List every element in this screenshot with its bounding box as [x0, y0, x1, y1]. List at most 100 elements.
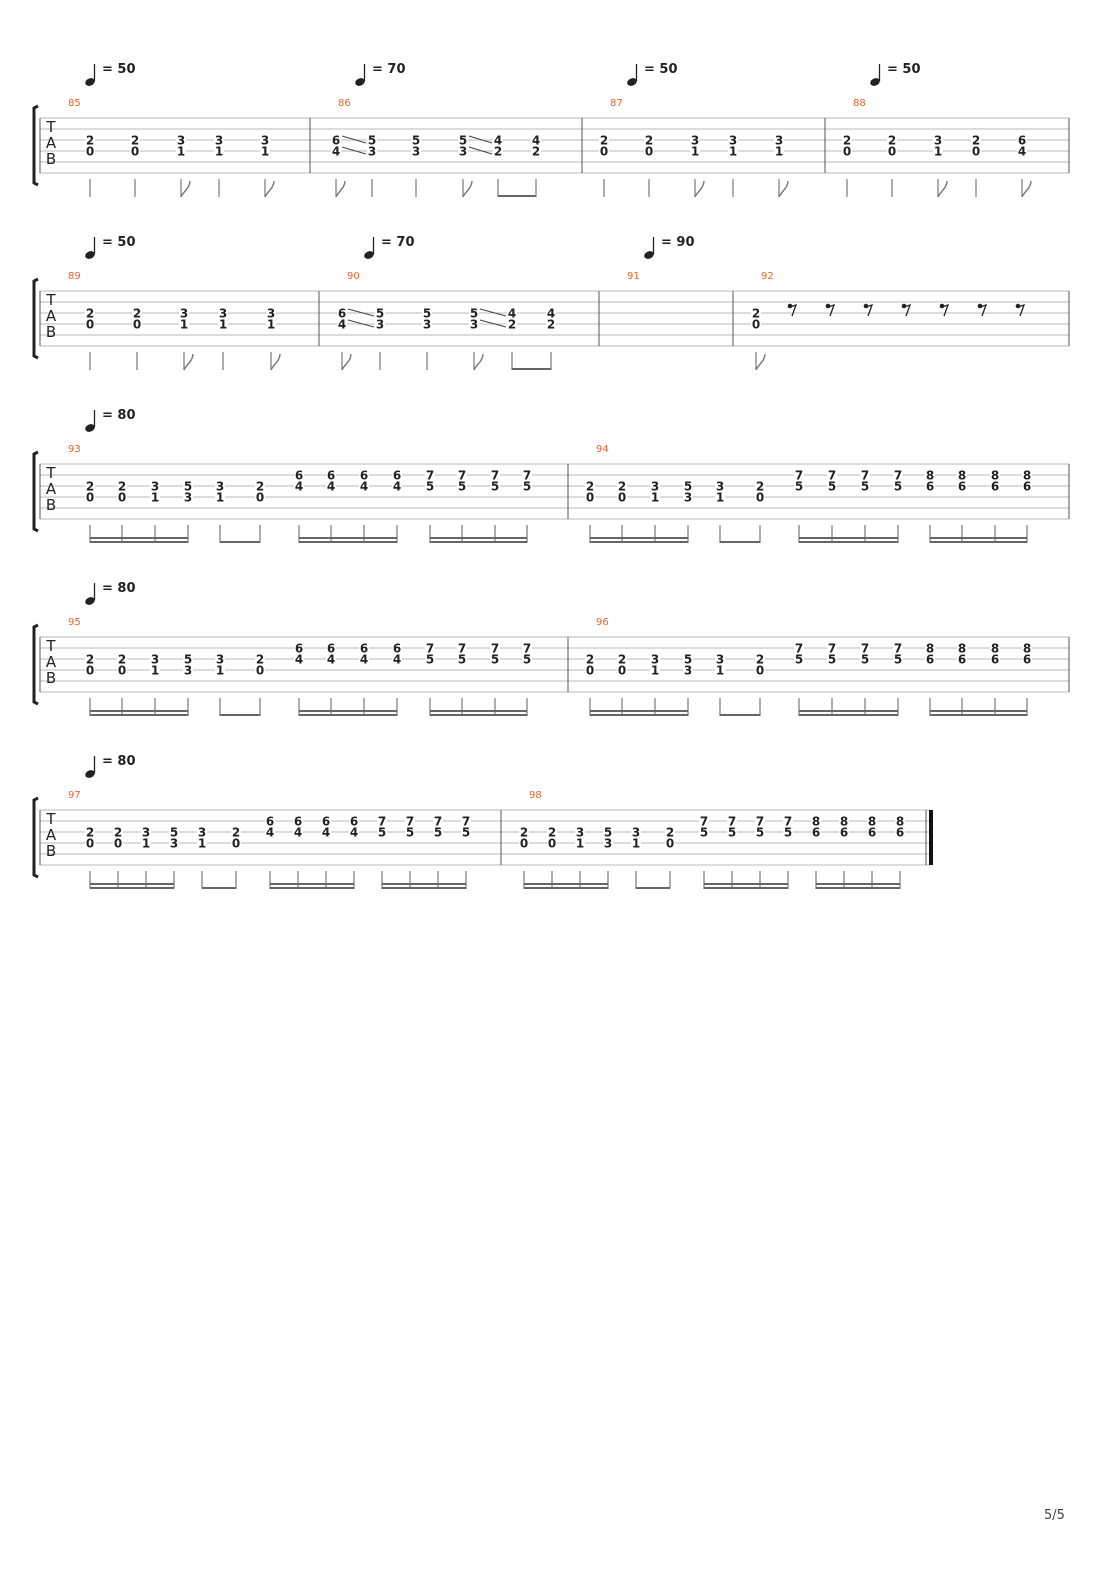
- fret-background: [130, 134, 140, 146]
- fret-number: 1: [219, 318, 227, 332]
- fret-background: [266, 307, 276, 319]
- fret-number: 7: [756, 815, 764, 829]
- fret-number: 2: [86, 653, 94, 667]
- note: 31: [179, 307, 194, 371]
- fret-number: 0: [256, 491, 264, 505]
- fret-background: [458, 145, 468, 157]
- fret-background: [683, 664, 693, 676]
- note: 31: [218, 307, 228, 370]
- note: 64: [392, 642, 402, 716]
- fret-number: 0: [520, 837, 528, 851]
- fret-background: [585, 653, 595, 665]
- fret-number: 0: [86, 664, 94, 678]
- tab-clef-letter: T: [45, 118, 56, 136]
- rest-stroke: [979, 303, 988, 317]
- tab-clef-letter: T: [45, 291, 56, 309]
- fret-background: [490, 480, 500, 492]
- fret-number: 5: [470, 307, 478, 321]
- fret-background: [150, 653, 160, 665]
- quarter-note-icon: [85, 770, 95, 778]
- fret-background: [839, 826, 849, 838]
- fret-background: [519, 826, 529, 838]
- note: 75: [490, 469, 500, 543]
- fret-number: 2: [520, 826, 528, 840]
- fret-number: 0: [972, 145, 980, 159]
- tab-system: TAB= 80932020315331206464646475757575942…: [32, 408, 1070, 543]
- fret-number: 7: [861, 642, 869, 656]
- fret-number: 6: [295, 469, 303, 483]
- fret-background: [860, 653, 870, 665]
- note: 20: [117, 480, 127, 543]
- note: 64: [392, 469, 402, 543]
- beam: [299, 541, 397, 543]
- fret-number: 6: [926, 480, 934, 494]
- fret-number: 6: [1018, 134, 1026, 148]
- fret-number: 5: [523, 653, 531, 667]
- fret-number: 6: [868, 826, 876, 840]
- fret-background: [860, 642, 870, 654]
- measure-number: 88: [853, 98, 866, 109]
- fret-number: 3: [412, 145, 420, 159]
- fret-background: [728, 145, 738, 157]
- fret-number: 2: [131, 134, 139, 148]
- tempo-marking: = 80: [85, 408, 136, 432]
- fret-number: 4: [327, 653, 335, 667]
- fret-background: [85, 664, 95, 676]
- fret-number: 0: [645, 145, 653, 159]
- fret-number: 6: [896, 826, 904, 840]
- fret-number: 8: [926, 642, 934, 656]
- fret-background: [895, 815, 905, 827]
- note: 53: [367, 134, 377, 197]
- quarter-note-icon: [85, 251, 95, 259]
- fret-number: 7: [795, 642, 803, 656]
- fret-background: [265, 815, 275, 827]
- fret-number: 2: [972, 134, 980, 148]
- fret-background: [842, 134, 852, 146]
- fret-background: [117, 653, 127, 665]
- fret-number: 5: [459, 134, 467, 148]
- fret-background: [603, 837, 613, 849]
- fret-background: [727, 815, 737, 827]
- fret-number: 0: [756, 491, 764, 505]
- eighth-flag: [1021, 180, 1032, 198]
- measure-number: 85: [68, 98, 81, 109]
- fret-background: [933, 134, 943, 146]
- fret-number: 1: [177, 145, 185, 159]
- quarter-note-icon: [627, 78, 637, 86]
- fret-background: [547, 826, 557, 838]
- note: 20: [132, 307, 142, 370]
- fret-number: 7: [406, 815, 414, 829]
- fret-number: 0: [756, 664, 764, 678]
- fret-number: 1: [716, 491, 724, 505]
- fret-number: 3: [177, 134, 185, 148]
- fret-number: 0: [131, 145, 139, 159]
- note: 20: [644, 134, 654, 197]
- beam: [299, 537, 397, 539]
- fret-background: [85, 653, 95, 665]
- fret-number: 0: [843, 145, 851, 159]
- fret-background: [375, 307, 385, 319]
- fret-background: [469, 318, 479, 330]
- fret-background: [644, 145, 654, 157]
- fret-number: 5: [861, 653, 869, 667]
- note: 20: [842, 134, 852, 197]
- beam: [430, 537, 527, 539]
- note: 42: [507, 307, 517, 370]
- fret-background: [367, 134, 377, 146]
- note: 75: [377, 815, 387, 889]
- fret-background: [751, 307, 761, 319]
- rest-stroke: [789, 303, 798, 317]
- tempo-marking: = 70: [364, 235, 415, 259]
- note: 20: [117, 653, 127, 716]
- fret-background: [260, 145, 270, 157]
- fret-number: 5: [462, 826, 470, 840]
- fret-number: 6: [360, 642, 368, 656]
- fret-number: 7: [700, 815, 708, 829]
- note: 20: [887, 134, 897, 197]
- fret-background: [392, 469, 402, 481]
- fret-number: 2: [256, 653, 264, 667]
- fret-number: 5: [184, 480, 192, 494]
- fret-number: 6: [322, 815, 330, 829]
- tab-system: TAB= 50= 70= 908920203131319064535353424…: [32, 235, 1070, 371]
